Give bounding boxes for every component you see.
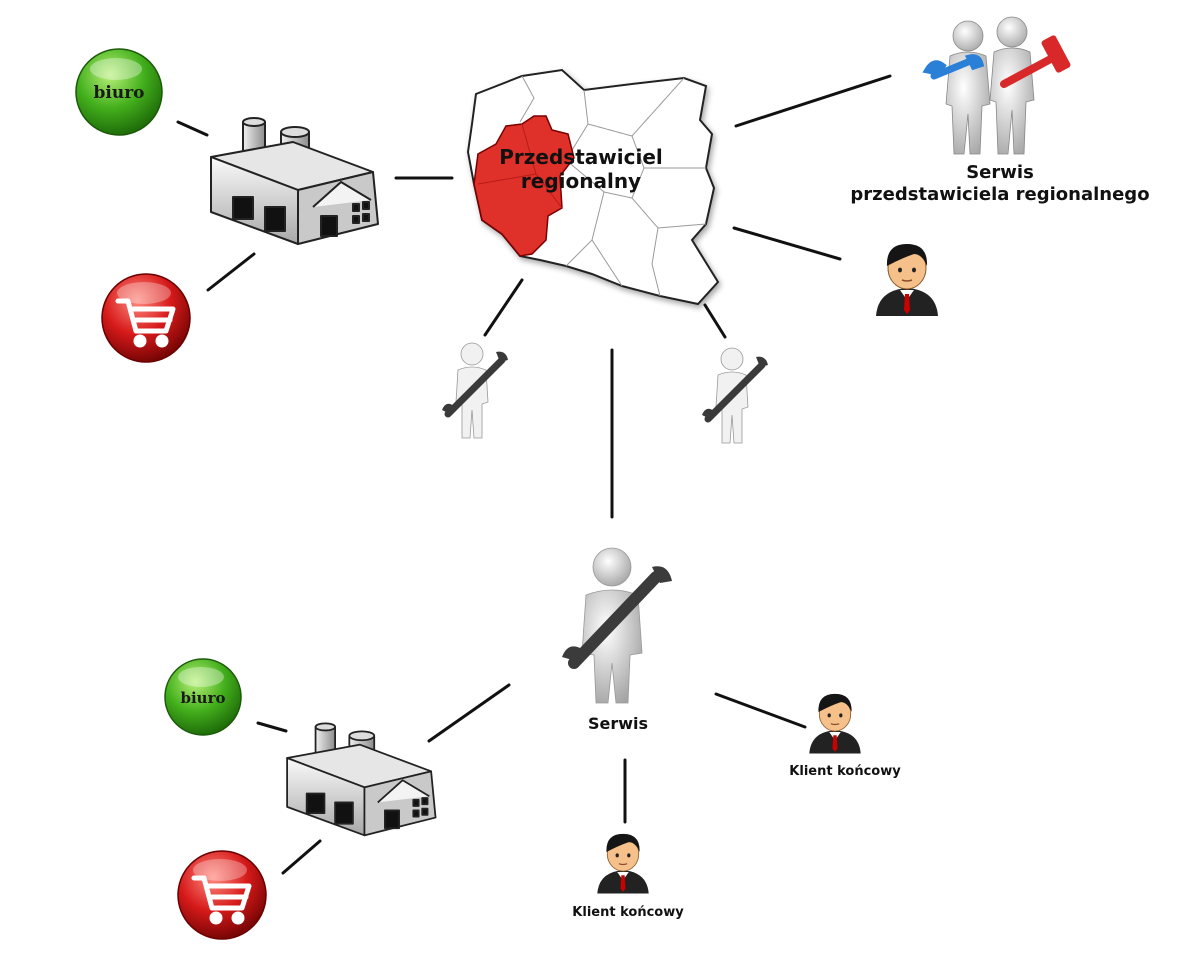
factory-icon-bottom: [286, 722, 437, 837]
line-service-client-right: [714, 692, 807, 729]
line-map-client-top: [732, 226, 842, 261]
poland-map-icon: [466, 68, 720, 306]
line-office-factory-top: [176, 120, 209, 137]
mechanic-icon-left: [442, 342, 508, 439]
line-map-mechanic-right: [703, 303, 727, 339]
regional-service-line1: Serwis: [966, 162, 1034, 183]
client-label-right: Klient końcowy: [789, 764, 901, 779]
office-label: biuro: [181, 689, 226, 707]
line-cart-factory-bottom: [281, 839, 322, 875]
client-label-bottom: Klient końcowy: [572, 905, 684, 920]
globe-office-icon: [75, 48, 163, 136]
client-person-icon-right: [809, 693, 861, 754]
shopping-cart-icon: [191, 875, 252, 925]
mechanics-team-icon: [922, 16, 1071, 155]
shop-button-top[interactable]: [100, 273, 192, 363]
regional-rep-label: Przedstawiciel regionalny: [496, 145, 666, 193]
globe-office-icon: [164, 658, 242, 736]
line-cart-factory-top: [206, 252, 256, 292]
shopping-cart-icon: [115, 298, 176, 348]
client-person-icon-bottom: [597, 833, 649, 894]
line-office-factory-bottom: [256, 721, 288, 733]
line-service-factory-bottom: [427, 683, 511, 743]
regional-service-line2: przedstawiciela regionalnego: [850, 184, 1150, 205]
mechanic-icon-main: [562, 547, 672, 704]
line-map-regional-service: [734, 74, 892, 128]
line-map-mechanic-left: [483, 278, 524, 337]
regional-highlight: [473, 115, 575, 257]
shop-button-bottom[interactable]: [176, 850, 268, 940]
regional-service-label: Serwis przedstawiciela regionalnego: [820, 162, 1180, 206]
client-person-icon-top: [876, 244, 938, 316]
office-button-top[interactable]: biuro: [74, 47, 164, 137]
office-label: biuro: [94, 83, 145, 103]
regional-rep-line1: Przedstawiciel: [499, 145, 663, 169]
office-button-bottom[interactable]: biuro: [163, 657, 243, 737]
mechanic-icon-right: [702, 347, 768, 444]
regional-rep-line2: regionalny: [520, 169, 642, 193]
factory-icon-top: [210, 117, 379, 245]
service-label: Serwis: [587, 714, 649, 733]
